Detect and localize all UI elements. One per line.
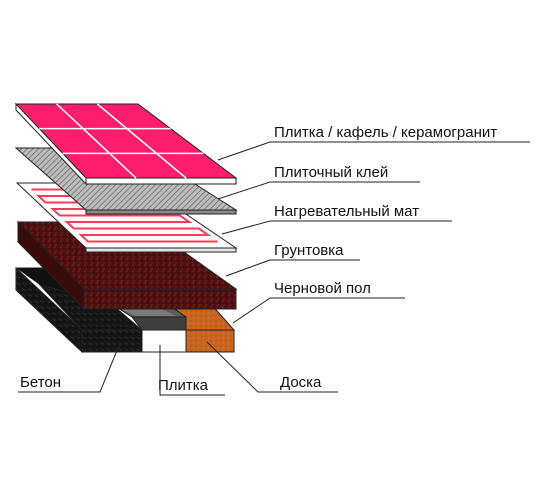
- tile-base-top-front: [130, 316, 187, 331]
- primer-layer: [16, 220, 238, 311]
- leader-tile: [217, 141, 530, 161]
- tile-base-front-face: [141, 329, 187, 353]
- tile-grout-line: [96, 103, 187, 179]
- concrete-front-face: [81, 329, 143, 353]
- label-tile-base: Плитка: [158, 377, 209, 394]
- label-concrete: Бетон: [20, 374, 61, 391]
- leader-lines: [18, 141, 530, 396]
- heating-mat-front-face: [85, 247, 237, 253]
- tile-grout-line: [56, 103, 137, 179]
- tile-front-face: [85, 177, 237, 185]
- heating-cable: [31, 188, 218, 243]
- leader-tile-base: [159, 345, 225, 396]
- label-subfloor: Черновой пол: [274, 280, 371, 297]
- tile-layer: [14, 102, 238, 186]
- primer-front-face: [83, 288, 237, 310]
- leader-subfloor: [232, 297, 405, 324]
- board-front-face: [185, 329, 235, 353]
- leader-primer: [225, 259, 360, 277]
- label-primer: Грунтовка: [274, 242, 344, 259]
- label-heating-mat: Нагревательный мат: [274, 203, 419, 220]
- leader-adhesive: [217, 181, 420, 200]
- leader-board: [206, 341, 338, 393]
- label-adhesive: Плиточный клей: [274, 164, 388, 181]
- label-tile: Плитка / кафель / керамогранит: [274, 124, 497, 141]
- leader-concrete: [18, 342, 121, 393]
- leader-heating-mat: [221, 220, 452, 235]
- label-board: Доска: [280, 374, 322, 391]
- tile-grout-lines: [39, 103, 204, 179]
- adhesive-front-face: [85, 209, 237, 215]
- labels: Плитка / кафель / керамогранит Плиточный…: [20, 124, 497, 394]
